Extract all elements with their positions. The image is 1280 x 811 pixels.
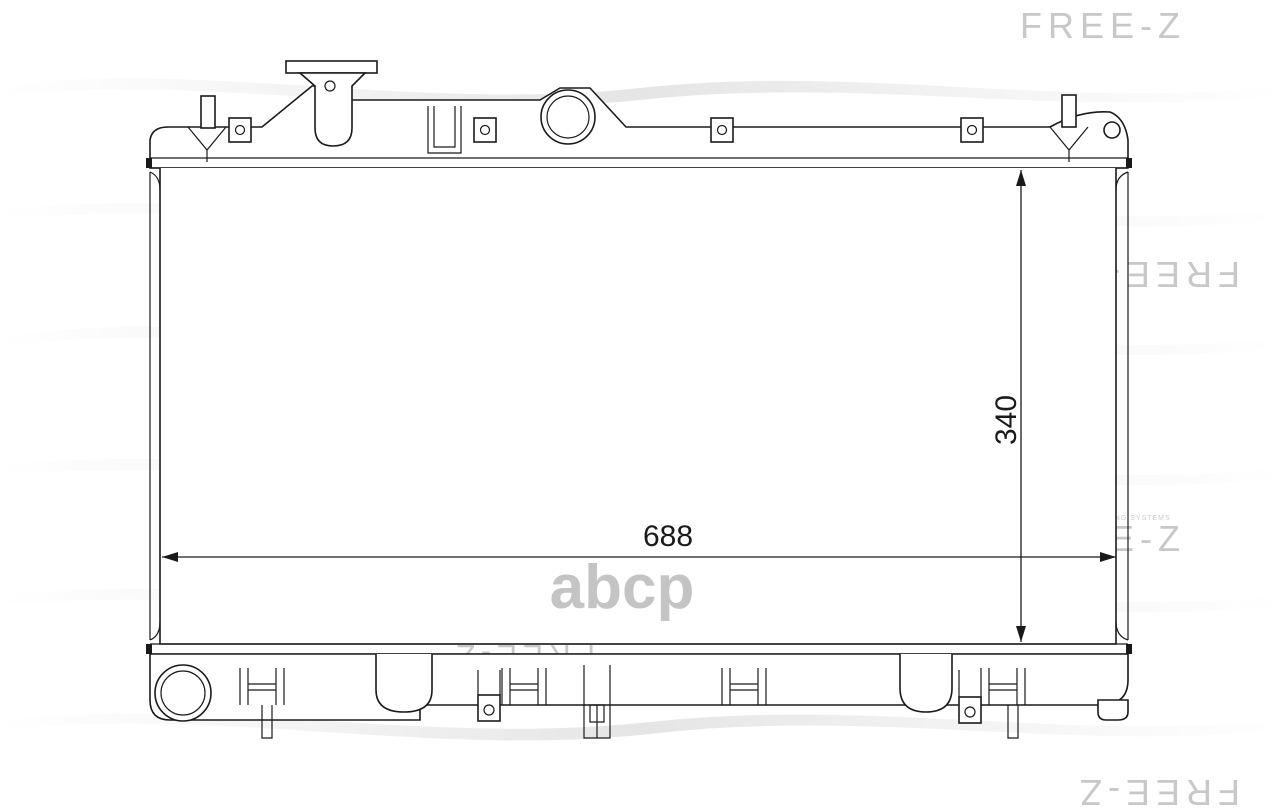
- height-dimension: 340: [990, 170, 1026, 642]
- bottom-bowl: [375, 654, 433, 713]
- lower-mount: [477, 670, 501, 722]
- top-tank: [146, 60, 1132, 169]
- watermark-brand: FREE-Z: [1074, 772, 1240, 811]
- lower-mount: [1007, 705, 1019, 739]
- h-bracket: [980, 668, 1026, 705]
- filler-neck: [297, 72, 367, 147]
- lower-mount: [261, 705, 273, 739]
- mount-tab: [710, 117, 734, 143]
- width-dimension: 688: [162, 520, 1116, 562]
- bottom-bowl: [899, 654, 953, 713]
- width-label: 688: [643, 520, 693, 553]
- mount-tab: [960, 117, 984, 143]
- vent-post-left: [200, 95, 216, 129]
- lower-mount: [583, 665, 611, 739]
- inlet-pipe: [540, 89, 596, 145]
- vent-post-right: [1061, 94, 1077, 128]
- mount-tab: [228, 117, 252, 143]
- top-bracket: [427, 106, 462, 154]
- mount-tab: [473, 117, 497, 143]
- marketplace-logo: abcp: [550, 553, 695, 622]
- h-bracket: [721, 668, 767, 705]
- lower-mount: [958, 670, 982, 724]
- h-bracket: [501, 668, 547, 705]
- outlet-pipe: [154, 664, 212, 722]
- bleed-plug: [1103, 121, 1121, 139]
- watermark-tagline: COOLING SYSTEMS: [1088, 515, 1171, 522]
- watermark-brand: FREE-Z: [1020, 5, 1186, 46]
- h-bracket: [239, 668, 285, 705]
- drain-plug: [1097, 699, 1129, 721]
- height-label: 340: [990, 395, 1023, 445]
- filler-cap: [285, 60, 378, 74]
- bottom-tank: [146, 643, 1132, 739]
